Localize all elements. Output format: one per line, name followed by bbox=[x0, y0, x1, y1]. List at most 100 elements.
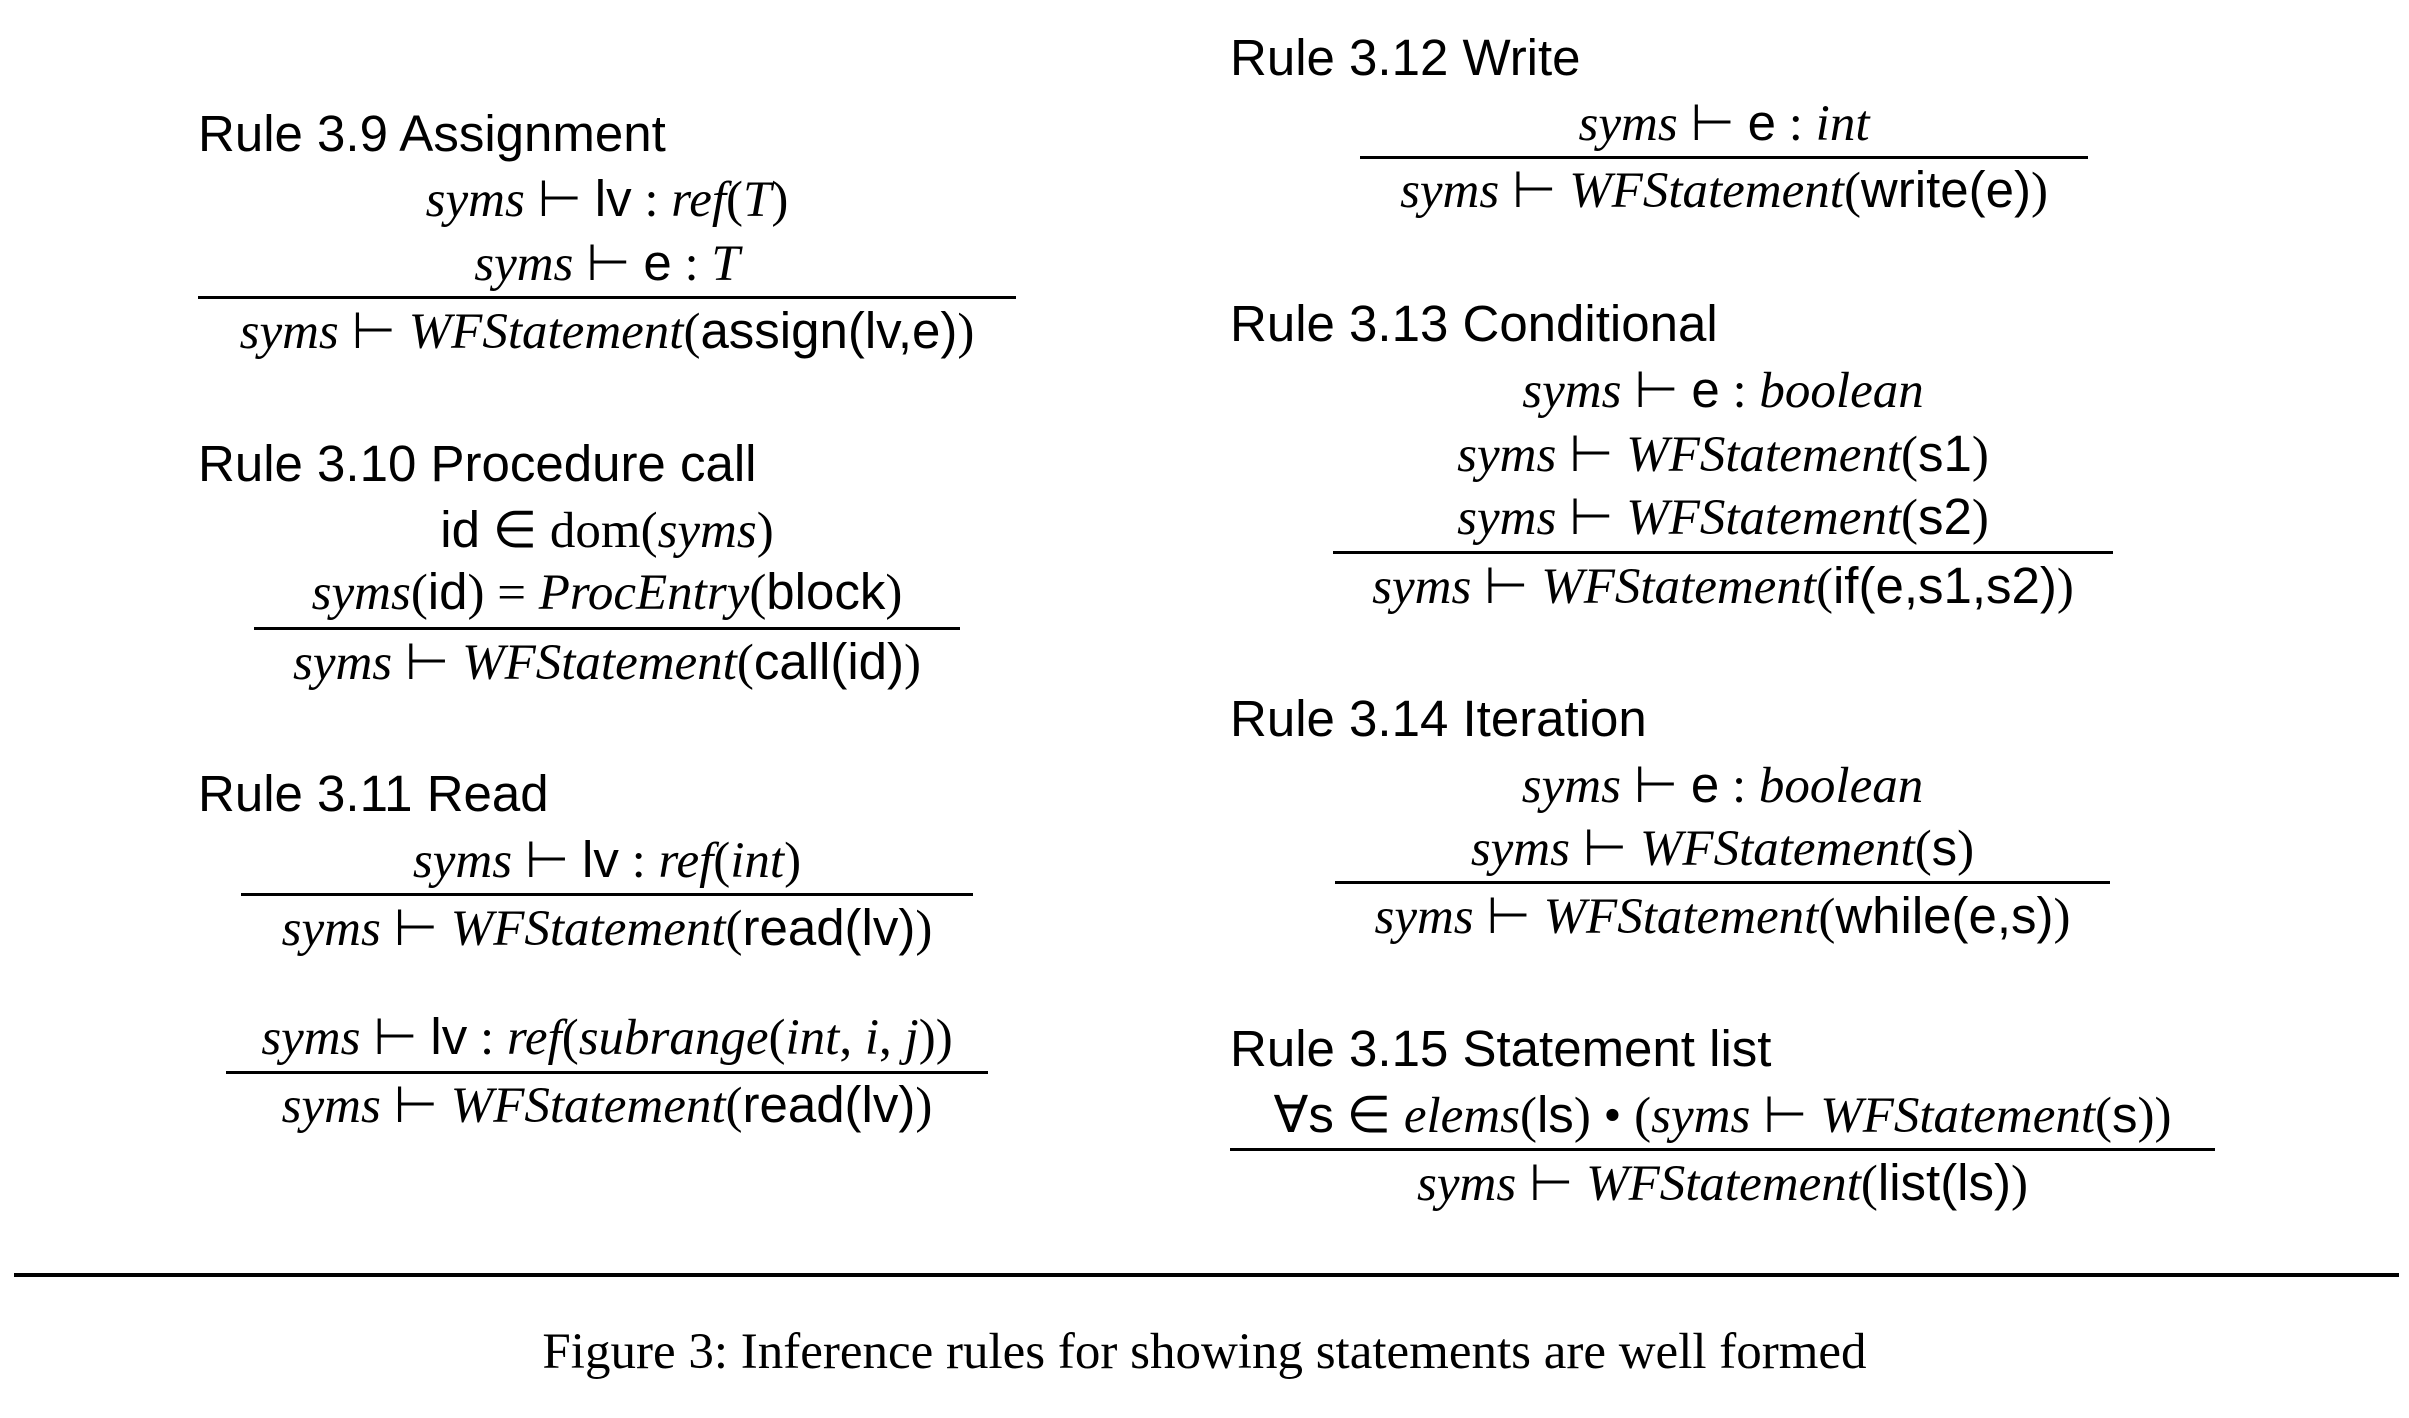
formula-token: ⊢ bbox=[1473, 889, 1544, 945]
formula-token: ProcEntry bbox=[538, 565, 750, 621]
rule-3-12-title: Rule 3.12 Write bbox=[1230, 29, 1581, 86]
formula-token: e bbox=[1691, 361, 1720, 418]
formula-token: syms bbox=[261, 1010, 361, 1066]
rule-3-12-conclusion: syms ⊢ WFStatement(write(e)) bbox=[1360, 164, 2088, 217]
formula-token: ⊢ bbox=[1620, 758, 1691, 814]
formula-token: lv bbox=[430, 1008, 468, 1065]
formula-token: ) • ( bbox=[1573, 1088, 1652, 1144]
rule-3-13-title: Rule 3.13 Conditional bbox=[1230, 295, 1718, 352]
formula-token: T bbox=[711, 236, 740, 292]
formula-token: int bbox=[1815, 96, 1870, 152]
rule-3-13-premise-1: syms ⊢ e : boolean bbox=[1333, 364, 2113, 417]
figure-bottom-rule bbox=[14, 1273, 2399, 1277]
formula-token: WFStatement bbox=[1543, 889, 1819, 945]
formula-token: ⊢ bbox=[380, 901, 451, 957]
formula-token: WFStatement bbox=[408, 304, 684, 360]
formula-token: syms bbox=[1521, 758, 1621, 814]
formula-token: ⊢ bbox=[1750, 1088, 1821, 1144]
rule-3-10-premise-1: id ∈ dom(syms) bbox=[198, 504, 1016, 557]
formula-token: WFStatement bbox=[1626, 427, 1901, 483]
rule-3-10-inference-bar bbox=[254, 627, 960, 630]
formula-token: ⊢ bbox=[1570, 821, 1640, 877]
formula-token: ⊢ bbox=[1621, 363, 1692, 419]
formula-token: syms bbox=[412, 833, 513, 889]
formula-token: ) bbox=[2011, 1156, 2028, 1212]
formula-token: ) bbox=[915, 1078, 933, 1134]
formula-token: syms bbox=[311, 565, 411, 621]
formula-token: )) bbox=[2137, 1088, 2172, 1144]
formula-token: elems bbox=[1403, 1088, 1520, 1144]
formula-token: WFStatement bbox=[1541, 559, 1816, 615]
formula-token: i bbox=[864, 1010, 880, 1066]
formula-token: : bbox=[631, 172, 672, 228]
formula-token: ( bbox=[410, 565, 428, 621]
rule-3-9-inference-bar bbox=[198, 296, 1016, 299]
formula-token: ) = bbox=[467, 565, 539, 621]
rule-3-15-premise-1: ∀s ∈ elems(ls) • (syms ⊢ WFStatement(s)) bbox=[1230, 1089, 2215, 1142]
formula-token: ( bbox=[2095, 1088, 2112, 1144]
formula-token: e bbox=[1690, 756, 1720, 813]
rule-3-13-inference-bar bbox=[1333, 551, 2113, 554]
formula-token: WFStatement bbox=[1820, 1088, 2095, 1144]
figure-caption: Figure 3: Inference rules for showing st… bbox=[542, 1324, 1867, 1380]
formula-token: : bbox=[1775, 96, 1816, 152]
formula-token: ) bbox=[2056, 559, 2074, 615]
rule-3-13-conclusion: syms ⊢ WFStatement(if(e,s1,s2)) bbox=[1333, 560, 2113, 613]
formula-token: lv bbox=[582, 831, 619, 888]
formula-token: ( bbox=[736, 635, 754, 691]
formula-token: ) bbox=[904, 635, 921, 691]
formula-token: ls bbox=[1536, 1086, 1574, 1143]
formula-token: call(id) bbox=[753, 633, 905, 690]
rule-3-15-conclusion: syms ⊢ WFStatement(list(ls)) bbox=[1230, 1157, 2215, 1210]
formula-token: s1 bbox=[1917, 425, 1972, 482]
rule-3-14-premise-2: syms ⊢ WFStatement(s) bbox=[1335, 822, 2110, 875]
formula-token: ⊢ bbox=[524, 172, 595, 228]
formula-token: , bbox=[879, 1010, 905, 1066]
formula-token: syms bbox=[1522, 363, 1622, 419]
formula-token: ) bbox=[756, 503, 774, 559]
formula-token: ) bbox=[918, 1010, 936, 1066]
formula-token: ) bbox=[885, 565, 903, 621]
formula-token: ⊢ bbox=[392, 635, 463, 691]
rule-3-15-inference-bar bbox=[1230, 1148, 2215, 1151]
rule-3-12-inference-bar bbox=[1360, 156, 2088, 159]
formula-token: e bbox=[643, 234, 672, 291]
rule-3-11b-inference-bar bbox=[226, 1071, 988, 1074]
rule-3-14-title: Rule 3.14 Iteration bbox=[1230, 690, 1647, 747]
rule-3-11b-conclusion: syms ⊢ WFStatement(read(lv)) bbox=[198, 1079, 1016, 1132]
rule-3-11-conclusion: syms ⊢ WFStatement(read(lv)) bbox=[198, 902, 1016, 955]
formula-token: ⊢ bbox=[512, 833, 582, 889]
formula-token: , bbox=[839, 1010, 865, 1066]
formula-token: ∈ dom( bbox=[479, 503, 658, 559]
rule-3-14-premise-1: syms ⊢ e : boolean bbox=[1335, 759, 2110, 812]
formula-token: ⊢ bbox=[380, 1078, 451, 1134]
formula-token: ⊢ bbox=[1677, 96, 1748, 152]
formula-token: : bbox=[1719, 363, 1760, 419]
formula-token: ⊢ bbox=[573, 236, 644, 292]
formula-token: : bbox=[1719, 758, 1759, 814]
rule-3-9-title: Rule 3.9 Assignment bbox=[198, 105, 666, 162]
formula-token: ) bbox=[2053, 889, 2071, 945]
formula-token: s bbox=[2111, 1086, 2138, 1143]
formula-token: ( bbox=[726, 172, 743, 228]
formula-token: syms bbox=[1457, 490, 1557, 546]
formula-token: ) bbox=[784, 833, 802, 889]
formula-token: syms bbox=[1374, 889, 1474, 945]
formula-token: syms bbox=[1651, 1088, 1751, 1144]
formula-token: syms bbox=[425, 172, 525, 228]
formula-token: ⊢ bbox=[1499, 163, 1570, 219]
formula-token: read(lv) bbox=[742, 1076, 916, 1133]
formula-token: ref bbox=[671, 172, 727, 228]
formula-token: syms bbox=[281, 901, 381, 957]
rule-3-10-premise-2: syms(id) = ProcEntry(block) bbox=[198, 566, 1016, 619]
formula-token: list(ls) bbox=[1877, 1154, 2011, 1211]
formula-token: ( bbox=[1914, 821, 1932, 877]
formula-token: ⊢ bbox=[360, 1010, 431, 1066]
formula-token: ( bbox=[725, 901, 743, 957]
formula-token: ( bbox=[1815, 559, 1833, 615]
formula-token: if(e,s1,s2) bbox=[1832, 557, 2057, 614]
formula-token: assign(lv,e) bbox=[700, 302, 958, 359]
formula-token: ) bbox=[915, 901, 933, 957]
rule-3-11-inference-bar bbox=[241, 893, 973, 896]
rule-3-9-premise-1: syms ⊢ lv : ref(T) bbox=[198, 173, 1016, 226]
